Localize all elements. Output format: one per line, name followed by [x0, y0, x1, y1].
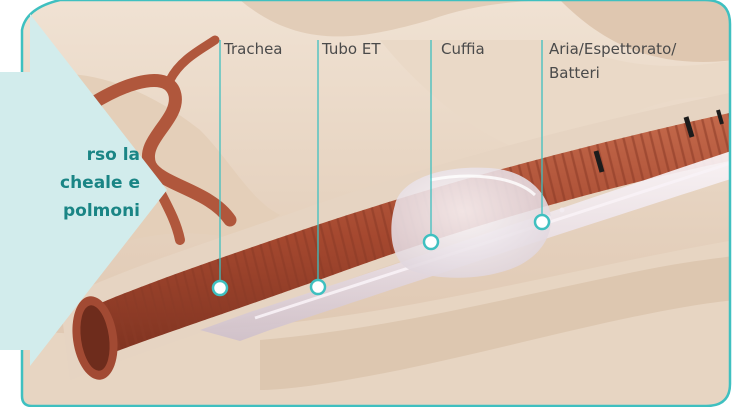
cuff-marker: [424, 235, 438, 249]
air-label-line-2: Batteri: [549, 64, 600, 83]
callout-line-1: rso la: [0, 141, 140, 169]
tube-label: Tubo ET: [322, 40, 381, 59]
cuff-label: Cuffia: [441, 40, 485, 59]
callout-text: rso la cheale e polmoni: [0, 141, 140, 225]
callout-line-3: polmoni: [0, 197, 140, 225]
trachea-label: Trachea: [224, 40, 283, 59]
callout-line-2: cheale e: [0, 169, 140, 197]
air-marker: [535, 215, 549, 229]
tube-marker: [311, 280, 325, 294]
trachea-marker: [213, 281, 227, 295]
air-label-line-1: Aria/Espettorato/: [549, 40, 676, 59]
